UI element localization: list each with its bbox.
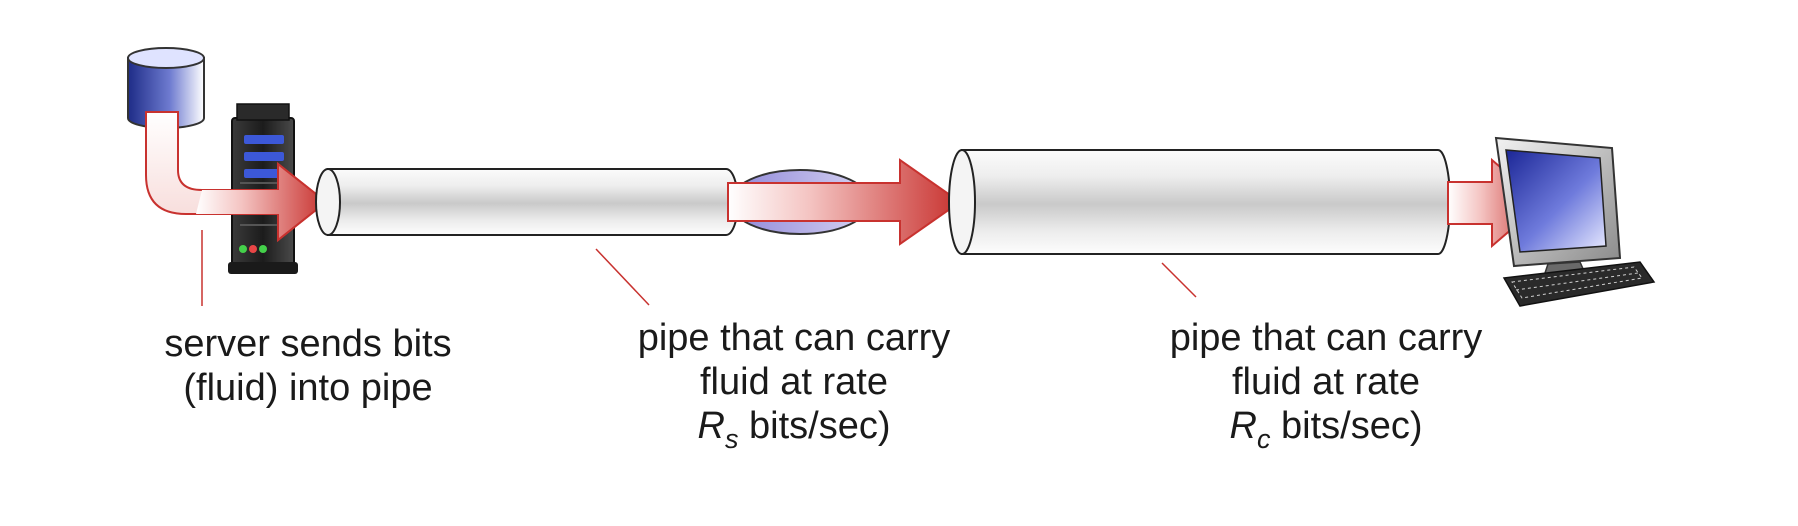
rate-suffix: bits/sec) — [1270, 405, 1423, 447]
server-label: server sends bits (fluid) into pipe — [128, 322, 488, 410]
desktop-computer-icon — [1494, 136, 1656, 307]
pipe-server-label-line2: fluid at rate — [700, 361, 888, 403]
pipe-server-label: pipe that can carry fluid at rate Rs bit… — [604, 316, 984, 454]
pipe-client-rate: Rc bits/sec) — [1136, 404, 1516, 454]
rate-subscript: c — [1256, 424, 1271, 454]
pipe-server-rate: Rs bits/sec) — [604, 404, 984, 454]
rate-symbol: R — [1229, 405, 1257, 447]
pipe-server-label-line1: pipe that can carry — [637, 317, 951, 359]
rate-subscript: s — [724, 424, 739, 454]
pipe-server-leader-line — [595, 248, 650, 306]
pipe-client-label: pipe that can carry fluid at rate Rc bit… — [1136, 316, 1516, 454]
server-label-line2: (fluid) into pipe — [183, 367, 433, 409]
pipe-server-side — [315, 168, 739, 236]
middle-arrow — [727, 158, 962, 246]
rate-suffix: bits/sec) — [738, 405, 891, 447]
server-label-line1: server sends bits — [164, 323, 452, 365]
pipe-client-side — [948, 149, 1451, 255]
pipe-client-leader-line — [1161, 262, 1197, 298]
pipe-client-label-line1: pipe that can carry — [1169, 317, 1483, 359]
pipe-client-label-line2: fluid at rate — [1232, 361, 1420, 403]
rate-symbol: R — [697, 405, 725, 447]
